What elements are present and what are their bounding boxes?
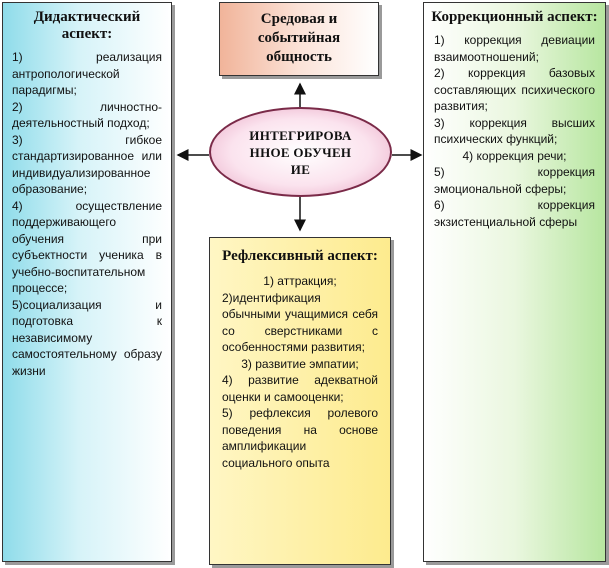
didactic-aspect-list: 1) реализация антропологической парадигм… (12, 49, 162, 379)
environment-community-title: Средовая и событийная общность (257, 11, 341, 65)
reflexive-aspect-title: Рефлексивный аспект: (222, 248, 378, 264)
didactic-aspect-box: Дидактический аспект: 1) реализация антр… (2, 2, 172, 562)
list-item: 1) коррекция девиации взаимоотношений; (434, 33, 595, 64)
environment-community-box: Средовая и событийная общность (219, 2, 379, 76)
list-item: 3) коррекция высших психических функций; (434, 115, 595, 147)
list-item: 4) коррекция речи; (462, 148, 567, 163)
list-item: 5) рефлексия ролевого поведения на основ… (222, 406, 378, 470)
reflexive-aspect-box: Рефлексивный аспект: 1) аттракция; 2)иде… (209, 237, 391, 565)
list-item: 6) коррекция экзистенциальной сферы (434, 198, 595, 229)
list-item: 1) аттракция; (263, 274, 337, 288)
list-item: 2) коррекция базовых составляющих психич… (434, 66, 595, 113)
integrated-learning-label: ИНТЕГРИРОВАННОЕ ОБУЧЕНИЕ (249, 127, 352, 177)
correctional-aspect-title: Коррекционный аспект: (431, 9, 598, 25)
list-item: 2) личностно-деятельностный подход; (12, 99, 162, 131)
didactic-aspect-title: Дидактический аспект: (33, 9, 141, 42)
list-item: 3) гибкое стандартизированное или индиви… (12, 132, 162, 197)
correctional-aspect-list: 1) коррекция девиации взаимоотношений; 2… (434, 32, 595, 230)
list-item: 2)идентификация обычными учащимися себя … (222, 290, 378, 355)
correctional-aspect-box: Коррекционный аспект: 1) коррекция девиа… (423, 2, 606, 562)
list-item: 5) коррекция эмоциональной сферы; (434, 165, 595, 196)
list-item: 3) развитие эмпатии; (241, 356, 359, 371)
list-item: 4) осуществление поддерживающего обучени… (12, 198, 162, 296)
integrated-learning-ellipse: ИНТЕГРИРОВАННОЕ ОБУЧЕНИЕ (209, 107, 392, 197)
list-item: 4) развитие адекватной оценки и самооцен… (222, 373, 378, 404)
list-item: 1) реализация антропологической парадигм… (12, 50, 162, 97)
reflexive-aspect-list: 1) аттракция; 2)идентификация обычными у… (222, 273, 378, 471)
list-item: 5)социализация и подготовка к независимо… (12, 297, 162, 378)
